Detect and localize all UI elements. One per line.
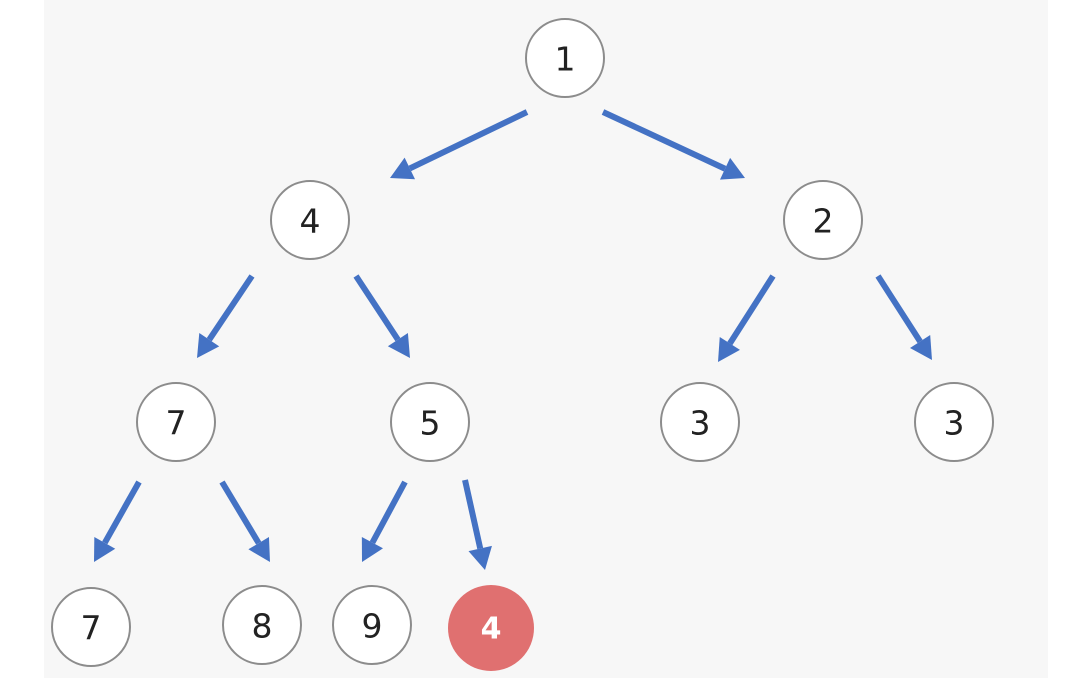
arrowhead-n4-n9 xyxy=(248,536,270,562)
node-label: 3 xyxy=(690,404,711,443)
arrowhead-n3-n6 xyxy=(718,337,740,362)
arrowhead-n1-n2 xyxy=(390,157,416,180)
node-label: 9 xyxy=(362,607,383,646)
node-label: 2 xyxy=(813,202,834,241)
node-circle xyxy=(51,587,131,667)
edge-arrow-n2-n5 xyxy=(353,274,401,342)
node-label: 3 xyxy=(944,404,965,443)
node-circle xyxy=(783,180,863,260)
tree-node: 2 xyxy=(783,180,863,260)
node-circle xyxy=(914,382,994,462)
tree-node: 1 xyxy=(525,18,605,98)
edge-arrow-n1-n3 xyxy=(601,109,727,172)
node-label: 8 xyxy=(252,607,273,646)
arrowhead-n5-n10 xyxy=(361,536,383,562)
node-label: 4 xyxy=(300,202,321,241)
tree-node: 8 xyxy=(222,585,302,665)
node-circle xyxy=(332,585,412,665)
tree-node: 7 xyxy=(136,382,216,462)
node-circle xyxy=(448,585,534,671)
tree-node: 7 xyxy=(51,587,131,667)
tree-node: 9 xyxy=(332,585,412,665)
node-circle xyxy=(136,382,216,462)
edge-arrow-n1-n2 xyxy=(408,109,529,172)
edge-arrow-n5-n11 xyxy=(462,479,484,550)
tree-node: 3 xyxy=(914,382,994,462)
highlighted-tree-node: 4 xyxy=(448,585,534,671)
edge-layer xyxy=(94,109,932,570)
node-circle xyxy=(270,180,350,260)
edge-arrow-n3-n7 xyxy=(875,274,923,344)
arrowhead-n1-n3 xyxy=(719,157,745,180)
node-circle xyxy=(222,585,302,665)
arrowhead-n2-n4 xyxy=(197,333,220,358)
node-label: 4 xyxy=(481,612,502,647)
edge-arrow-n4-n9 xyxy=(219,480,262,545)
node-layer: 1 4 2 7 5 3 3 7 8 9 4 xyxy=(51,18,994,671)
node-circle xyxy=(525,18,605,98)
node-label: 5 xyxy=(420,404,441,443)
node-label: 7 xyxy=(166,404,187,443)
node-label: 1 xyxy=(555,40,576,79)
tree-node: 3 xyxy=(660,382,740,462)
node-circle xyxy=(660,382,740,462)
edge-arrow-n4-n8 xyxy=(102,480,142,545)
arrowhead-n3-n7 xyxy=(910,335,932,360)
node-label: 7 xyxy=(81,609,102,648)
arrowhead-n2-n5 xyxy=(387,333,410,358)
node-circle xyxy=(390,382,470,462)
edge-arrow-n2-n4 xyxy=(206,274,255,342)
tree-node: 5 xyxy=(390,382,470,462)
arrowhead-n4-n8 xyxy=(94,536,116,562)
tree-node: 4 xyxy=(270,180,350,260)
arrowhead-n5-n11 xyxy=(468,545,492,570)
edge-arrow-n3-n6 xyxy=(727,274,776,346)
edge-arrow-n5-n10 xyxy=(369,480,408,545)
